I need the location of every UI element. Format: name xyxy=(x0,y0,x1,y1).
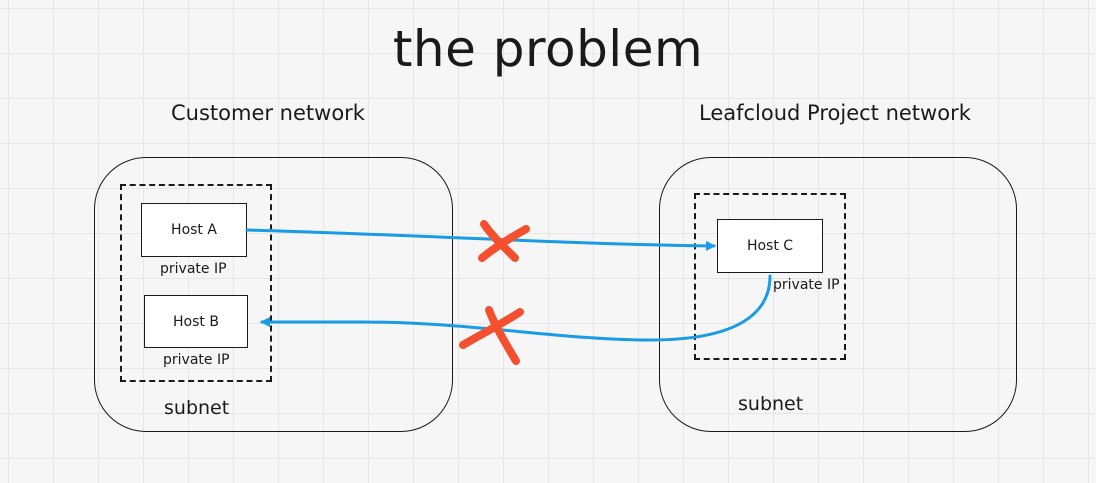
host-c-box[interactable]: Host C xyxy=(717,219,823,273)
host-b-label: Host B xyxy=(173,313,219,330)
leafcloud-subnet-box[interactable] xyxy=(694,193,846,360)
customer-network-box[interactable] xyxy=(94,157,453,432)
connection-host-a-to-host-c[interactable] xyxy=(245,228,716,251)
host-c-ip-label: private IP xyxy=(773,277,840,293)
leafcloud-network-box[interactable] xyxy=(659,157,1017,432)
connection-host-c-to-host-b[interactable] xyxy=(260,274,772,342)
blocked-x-icon-bottom xyxy=(459,306,524,365)
host-a-label: Host A xyxy=(171,222,217,238)
host-a-box[interactable]: Host A xyxy=(141,203,247,257)
leafcloud-subnet-label: subnet xyxy=(738,393,804,415)
host-a-ip-label: private IP xyxy=(160,261,227,277)
leafcloud-network-label: Leafcloud Project network xyxy=(699,101,971,125)
blocked-x-icon-top xyxy=(478,220,530,262)
host-b-box[interactable]: Host B xyxy=(144,295,248,348)
customer-subnet-label: subnet xyxy=(164,397,230,419)
customer-subnet-box[interactable] xyxy=(120,184,272,382)
host-b-ip-label: private IP xyxy=(163,352,230,368)
page-title: the problem xyxy=(392,20,704,78)
customer-network-label: Customer network xyxy=(171,101,365,125)
host-c-label: Host C xyxy=(746,238,794,254)
